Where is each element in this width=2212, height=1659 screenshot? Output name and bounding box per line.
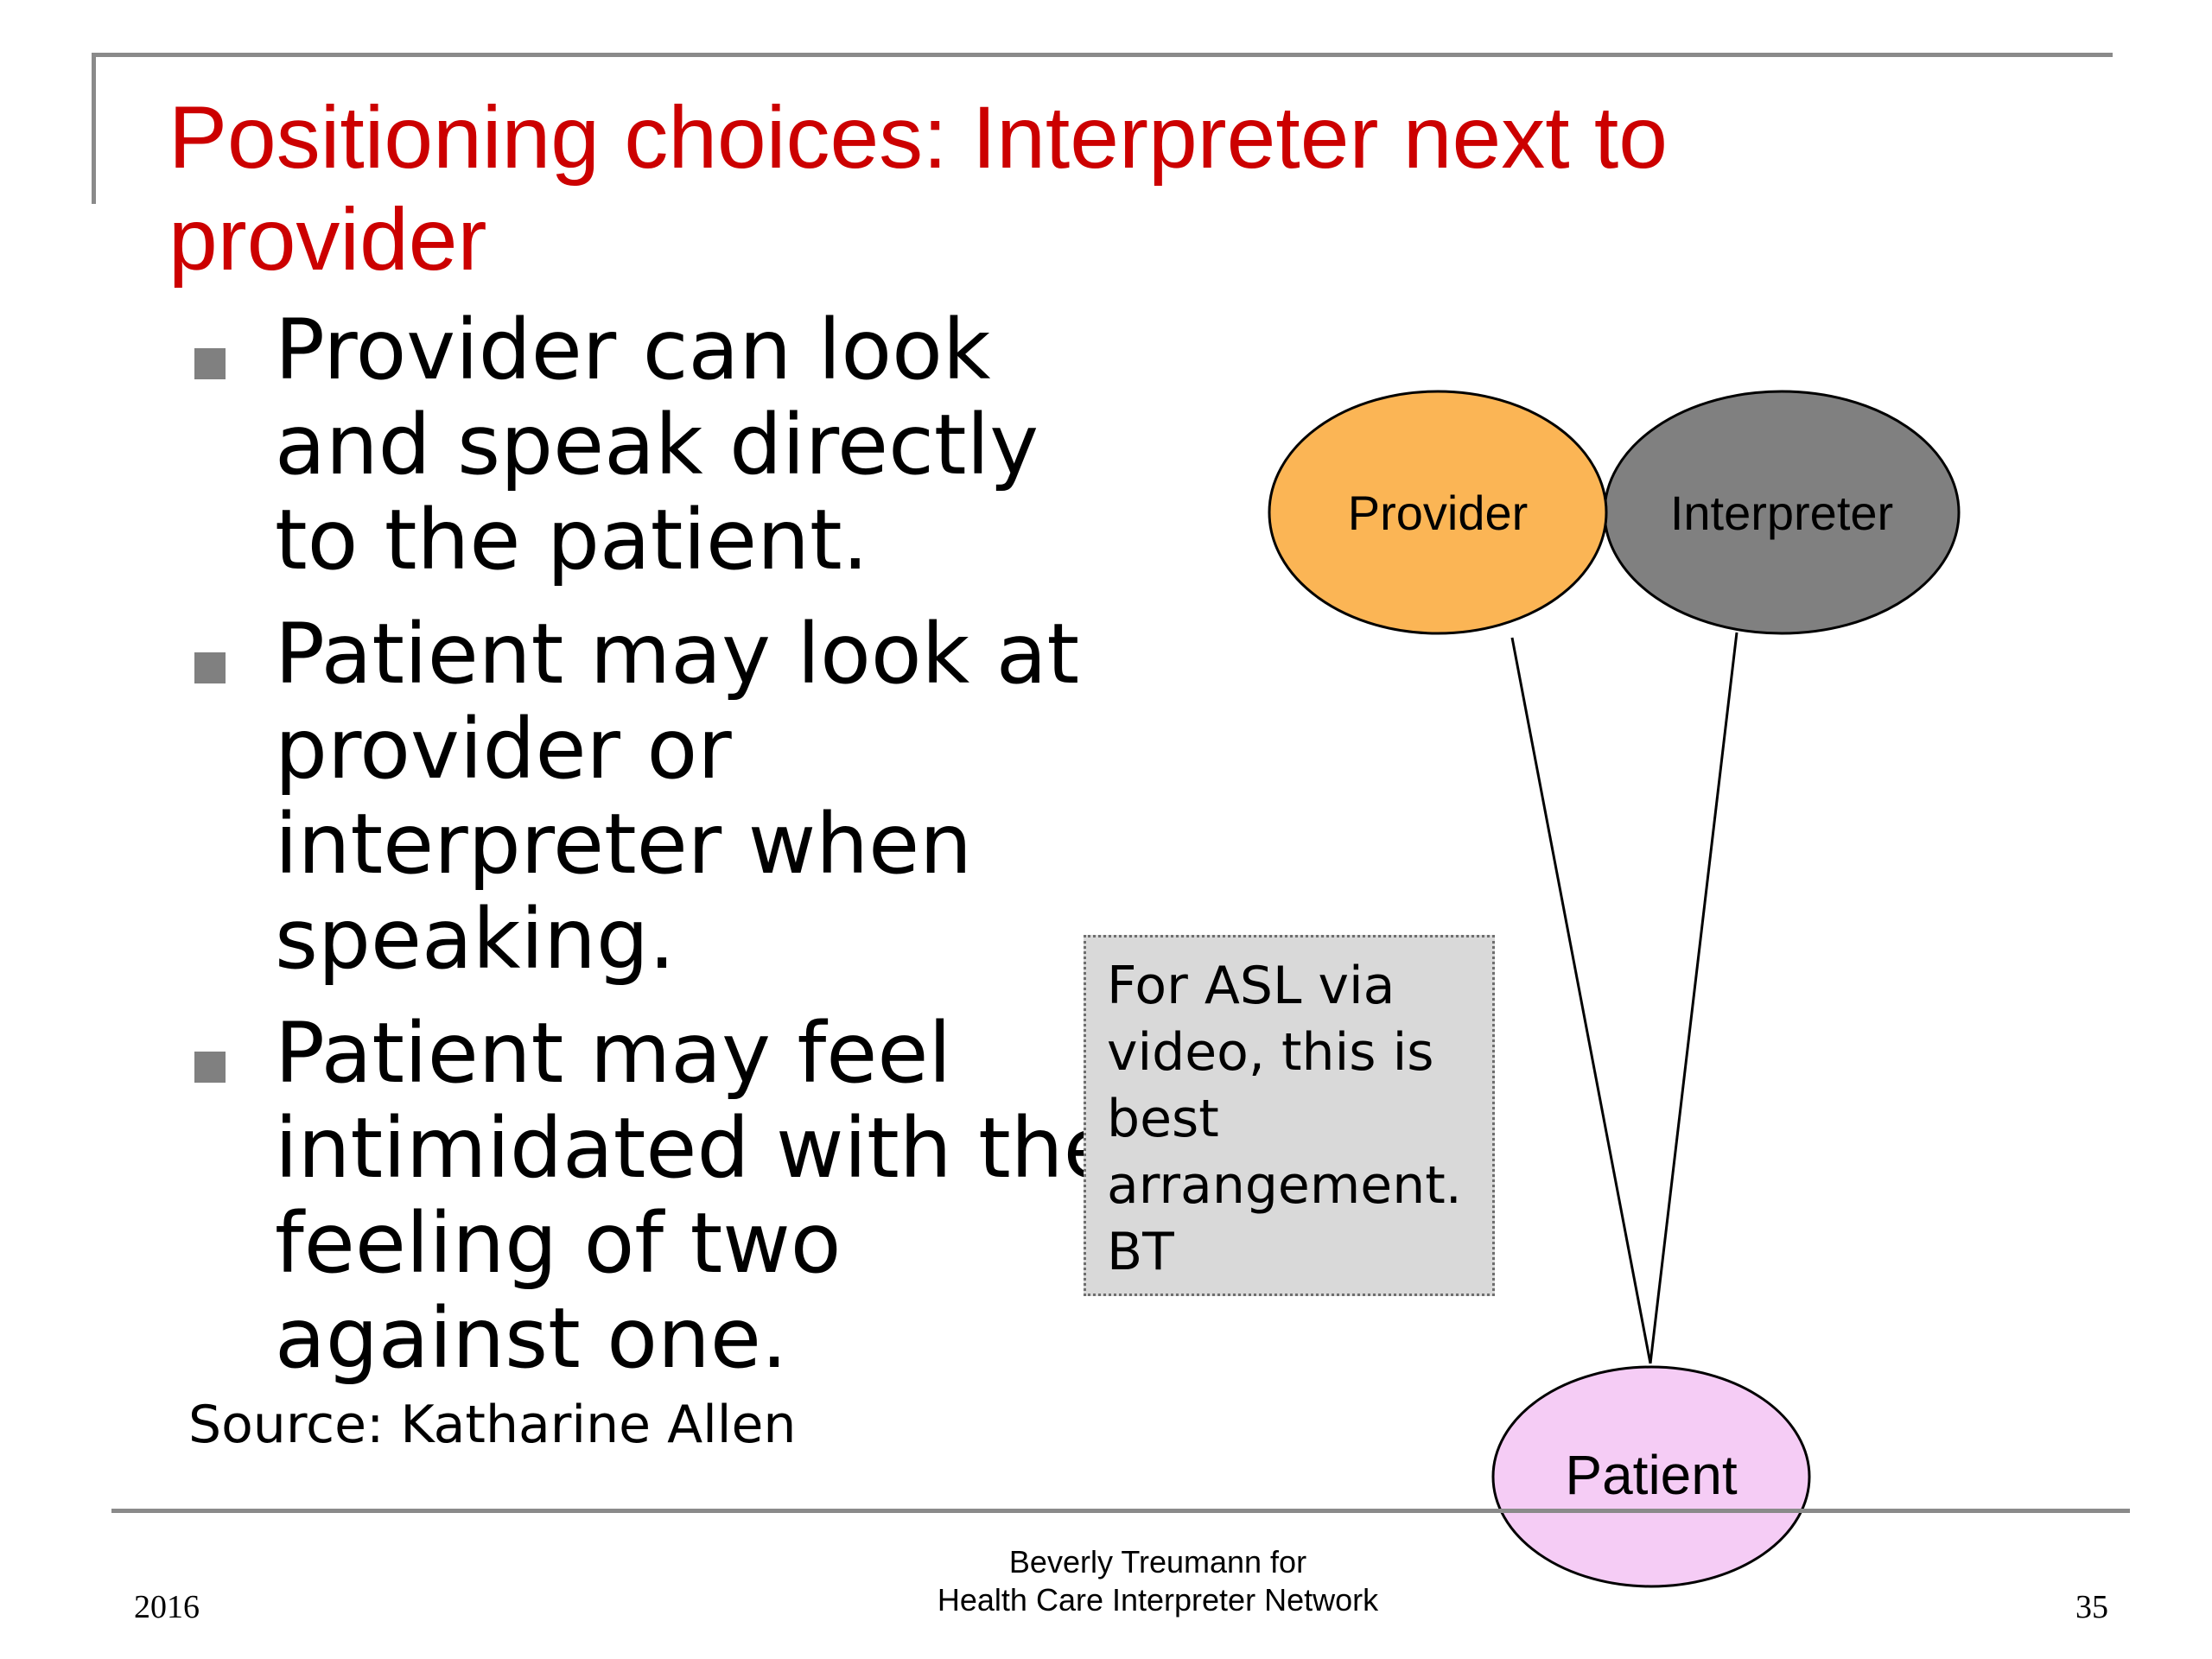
left-rule: [92, 53, 96, 204]
bottom-rule: [111, 1509, 2130, 1513]
bullet-item: Patient may feel intimidated with the fe…: [194, 1006, 1145, 1386]
slide-title: Positioning choices: Interpreter next to…: [168, 88, 1668, 289]
provider-node: [1268, 390, 1608, 635]
bullet-text: Patient may feel intimidated with the fe…: [275, 1005, 1115, 1387]
page-number: 35: [2075, 1589, 2108, 1625]
bullet-text: Provider can look and speak directly to …: [275, 302, 1039, 588]
edge-interpreter-patient: [1649, 632, 1738, 1364]
bullet-text: Patient may look at provider or interpre…: [275, 606, 1080, 988]
footer-credit-line: Beverly Treumann for: [1008, 1544, 1307, 1580]
patient-node: [1491, 1365, 1811, 1588]
square-bullet-icon: [194, 348, 226, 379]
square-bullet-icon: [194, 1052, 226, 1083]
interpreter-label: Interpreter: [1670, 486, 1893, 540]
bullet-item: Patient may look at provider or interpre…: [194, 607, 1145, 987]
bullet-item: Provider can look and speak directly to …: [194, 302, 1145, 588]
top-rule: [92, 53, 2113, 57]
provider-label: Provider: [1348, 486, 1529, 540]
edge-provider-patient: [1510, 637, 1652, 1364]
footer-credit-line: Health Care Interpreter Network: [937, 1582, 1379, 1618]
footer-credit: Beverly Treumann for Health Care Interpr…: [899, 1543, 1417, 1619]
bullet-list: Provider can look and speak directly to …: [194, 302, 1145, 1405]
source-citation: Source: Katharine Allen: [188, 1395, 797, 1455]
note-box: For ASL via video, this is best arrangem…: [1084, 935, 1495, 1296]
patient-label: Patient: [1565, 1444, 1737, 1506]
footer-year: 2016: [134, 1589, 200, 1625]
square-bullet-icon: [194, 652, 226, 683]
note-text: For ASL via video, this is best arrangem…: [1107, 956, 1462, 1282]
